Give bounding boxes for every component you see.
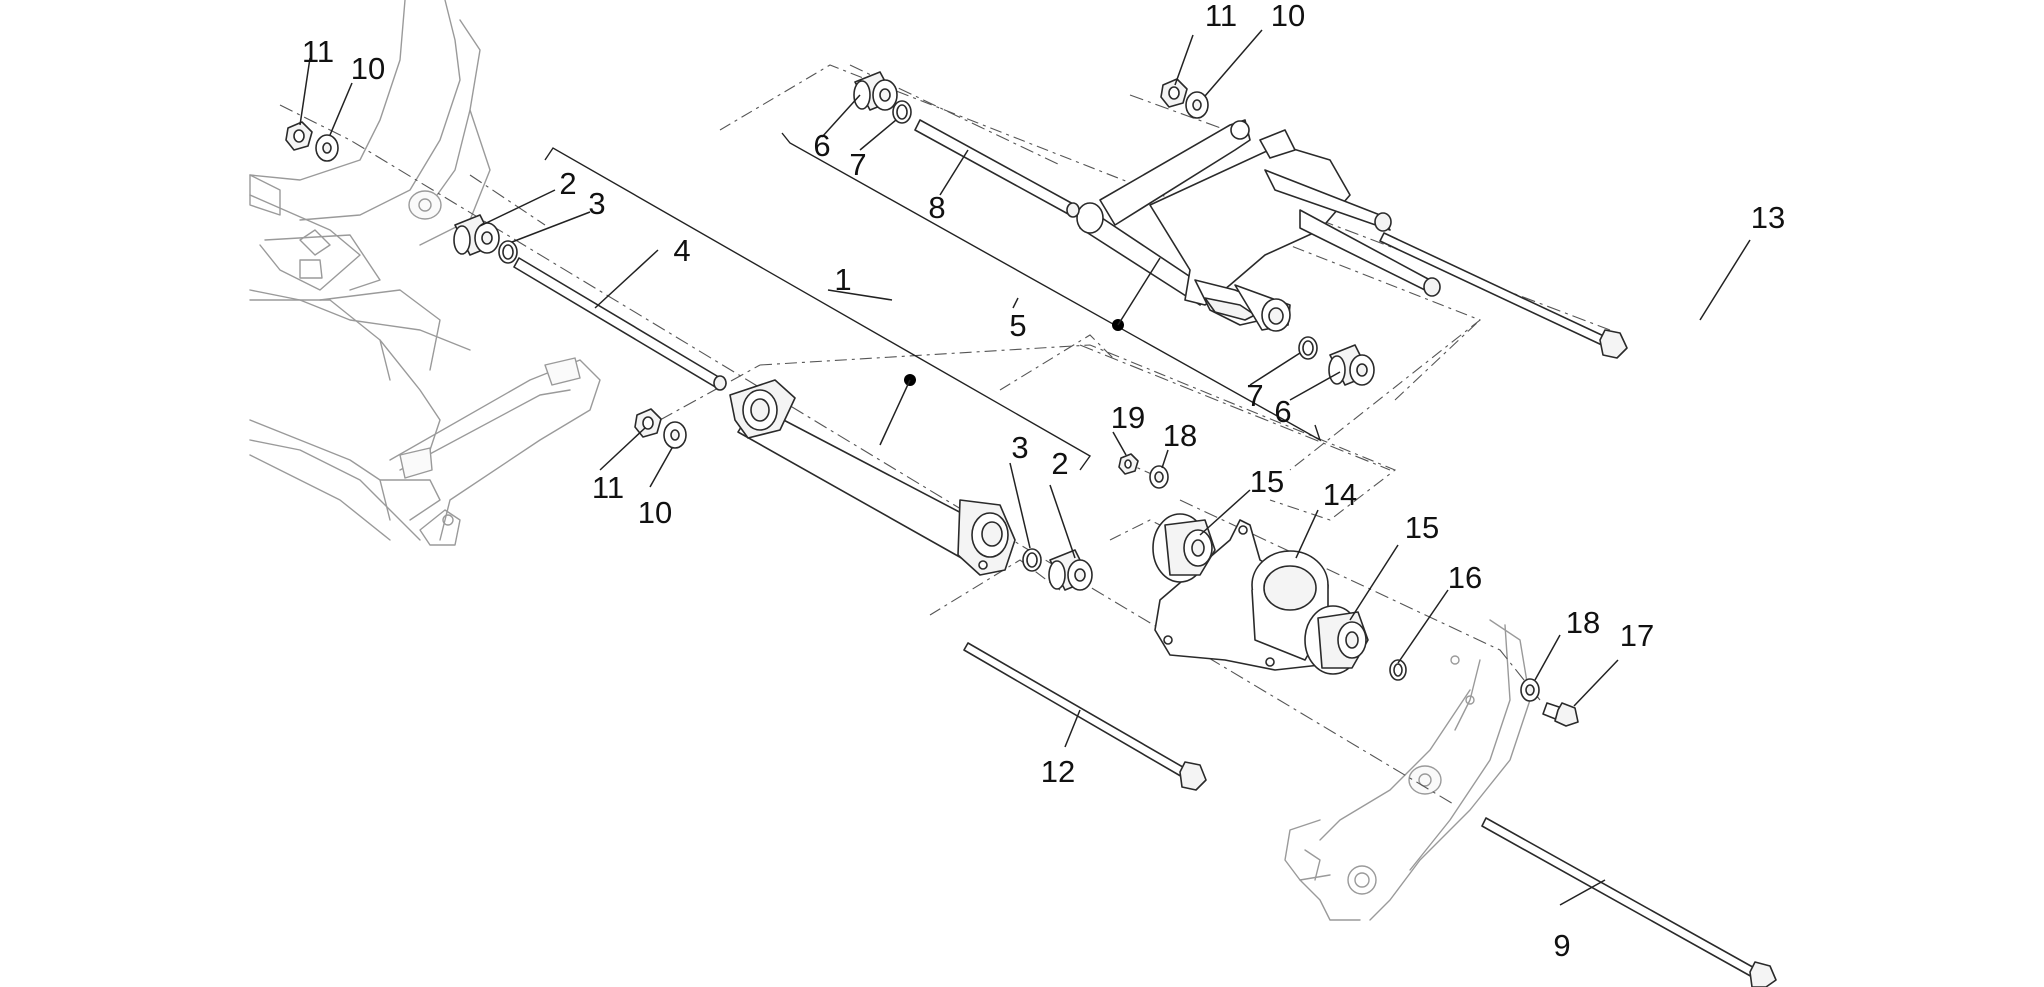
- callout-1: 1: [834, 262, 851, 297]
- rubber-mount-part-15-right: [1304, 605, 1369, 675]
- ring-part-7-upper: [892, 100, 912, 124]
- nut-part-11-middle: [634, 408, 662, 438]
- assembly-axes: [279, 64, 1611, 806]
- callout-3: 3: [1011, 430, 1028, 465]
- callout-15: 15: [1250, 464, 1284, 499]
- callout-9: 9: [1553, 928, 1570, 963]
- washer-part-10-middle: [663, 421, 687, 449]
- group-outlines: [719, 64, 1482, 616]
- callout-7: 7: [1246, 378, 1263, 413]
- bushing-part-6-lower: [1328, 344, 1375, 386]
- callout-6: 6: [813, 128, 830, 163]
- bushing-part-2-upper: [453, 214, 500, 256]
- callout-4: 4: [673, 233, 690, 268]
- bolt-part-17: [1542, 702, 1579, 727]
- leader-lines: [299, 29, 1751, 906]
- pivot-tube-part-1: [729, 379, 1016, 576]
- callout-15: 15: [1405, 510, 1439, 545]
- ring-part-3-upper: [498, 240, 518, 264]
- callout-11: 11: [1205, 0, 1237, 33]
- nut-part-11-left: [285, 121, 313, 151]
- callout-5: 5: [1009, 308, 1026, 343]
- bolt-part-13: [1379, 232, 1628, 359]
- nut-part-11-top: [1160, 78, 1188, 108]
- callout-3: 3: [588, 186, 605, 221]
- washer-part-18-lower: [1520, 678, 1540, 702]
- ring-part-3-lower: [1022, 548, 1042, 572]
- ring-part-7-lower: [1298, 336, 1318, 360]
- callout-18: 18: [1566, 605, 1600, 640]
- callout-11: 11: [302, 34, 334, 69]
- callout-7: 7: [849, 147, 866, 182]
- callout-14: 14: [1323, 477, 1357, 512]
- bushing-part-6-upper: [853, 71, 898, 111]
- washer-part-10-left: [315, 134, 339, 162]
- shaft-part-8: [914, 119, 1080, 218]
- callout-2: 2: [559, 166, 576, 201]
- clip-part-16: [1389, 659, 1407, 681]
- shaft-part-4: [513, 257, 727, 391]
- bolt-part-9: [1481, 817, 1777, 987]
- callout-18: 18: [1163, 418, 1197, 453]
- nut-part-19: [1118, 453, 1139, 475]
- callout-19: 19: [1111, 400, 1145, 435]
- callout-8: 8: [928, 190, 945, 225]
- callout-labels: 1 2 2 3 3 4 5 6 6 7 7 8 9 10 10 10 11 11…: [302, 0, 1785, 963]
- callout-2: 2: [1051, 446, 1068, 481]
- callout-17: 17: [1620, 618, 1654, 653]
- bracket-housing-part-14: [1154, 519, 1336, 671]
- bolt-part-12: [963, 642, 1207, 791]
- callout-11: 11: [592, 470, 624, 505]
- chassis-frame-ghost: [249, 0, 601, 546]
- callout-10: 10: [1271, 0, 1305, 33]
- side-bracket-ghost: [1284, 619, 1531, 921]
- callout-16: 16: [1448, 560, 1482, 595]
- bushing-part-2-lower: [1048, 549, 1093, 591]
- callout-6: 6: [1274, 394, 1291, 429]
- swing-arm-part-5: [1076, 119, 1441, 332]
- callout-10: 10: [638, 495, 672, 530]
- assembly-brackets: [544, 132, 1322, 471]
- callout-13: 13: [1751, 200, 1785, 235]
- washer-part-10-top: [1185, 91, 1209, 119]
- rubber-mount-part-15-left: [1152, 513, 1216, 583]
- washer-part-18-upper: [1149, 465, 1169, 489]
- callout-10: 10: [351, 51, 385, 86]
- callout-12: 12: [1041, 754, 1075, 789]
